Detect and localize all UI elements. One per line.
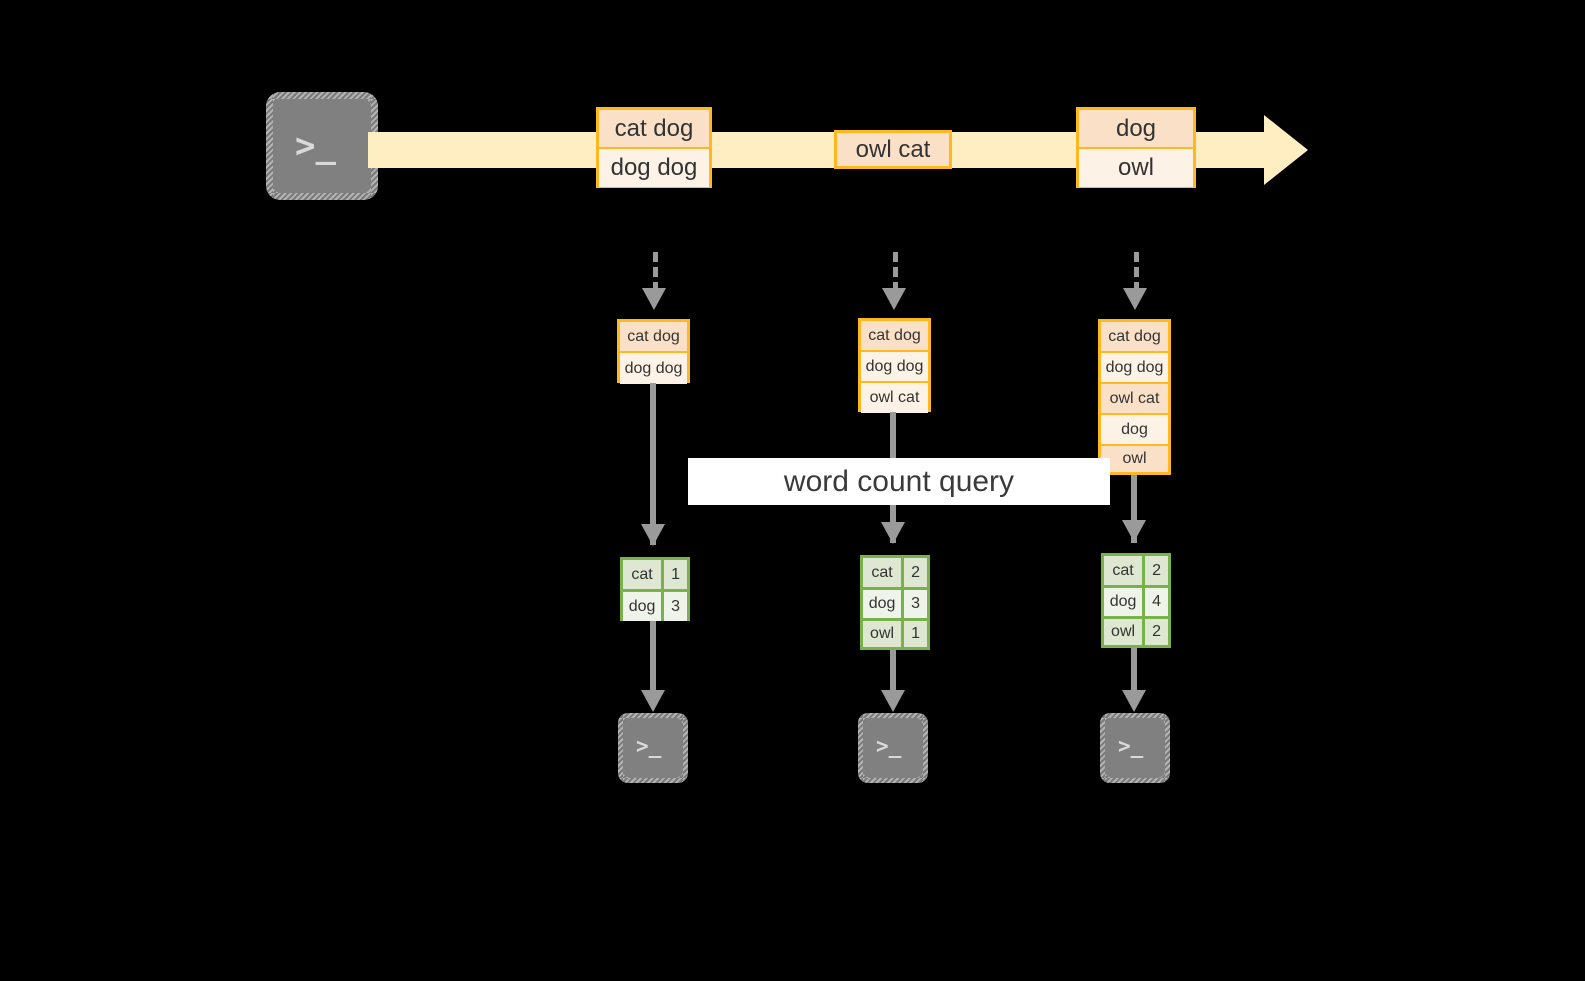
result-word-cell: cat (623, 560, 665, 589)
terminal-prompt-glyph: >_ (876, 734, 902, 758)
table-row: dog 3 (863, 590, 927, 621)
result-count-cell: 1 (664, 560, 687, 589)
snapshot-2-sink-connector (890, 650, 896, 693)
terminal-prompt-glyph: >_ (1118, 734, 1144, 758)
snapshot-1-input-box[interactable]: cat dog dog dog (617, 319, 690, 384)
snapshot-3-query-arrowhead (1122, 520, 1146, 542)
table-row: owl 1 (863, 621, 927, 647)
snapshot-3-sink-connector (1131, 648, 1137, 693)
stream-record-line: cat dog (599, 110, 709, 149)
terminal-screen (273, 99, 371, 193)
terminal-screen (623, 718, 683, 778)
terminal-screen (1105, 718, 1165, 778)
snapshot-2-sink-terminal-icon: >_ (858, 713, 928, 783)
source-terminal-icon: >_ (266, 92, 378, 200)
stream-record-group-1[interactable]: cat dog dog dog (596, 107, 712, 188)
result-word-cell: owl (863, 621, 905, 647)
result-word-cell: dog (623, 592, 665, 621)
snapshot-input-line: cat dog (620, 322, 687, 353)
table-row: cat 2 (863, 558, 927, 590)
snapshot-3-result-table[interactable]: cat 2 dog 4 owl 2 (1101, 553, 1171, 648)
stream-record-line: owl cat (837, 133, 949, 166)
snapshot-1-dashed-arrowhead (642, 288, 666, 310)
snapshot-3-sink-terminal-icon: >_ (1100, 713, 1170, 783)
stream-record-line: dog (1079, 110, 1193, 149)
stream-record-line: owl (1079, 149, 1193, 187)
stream-arrowhead (1264, 115, 1308, 185)
snapshot-1-sink-arrowhead (641, 690, 665, 712)
result-word-cell: owl (1104, 619, 1146, 645)
terminal-screen (863, 718, 923, 778)
snapshot-input-line: dog dog (1101, 353, 1168, 384)
snapshot-3-dashed-arrowhead (1123, 288, 1147, 310)
result-count-cell: 3 (664, 592, 687, 621)
result-count-cell: 3 (904, 590, 927, 618)
result-count-cell: 2 (904, 558, 927, 587)
terminal-prompt-glyph: >_ (636, 734, 662, 758)
snapshot-2-dashed-arrowhead (882, 288, 906, 310)
result-count-cell: 1 (904, 621, 927, 647)
table-row: owl 2 (1104, 619, 1168, 645)
result-count-cell: 4 (1145, 588, 1168, 616)
snapshot-input-line: dog dog (861, 352, 928, 383)
snapshot-input-line: owl cat (1101, 384, 1168, 415)
result-count-cell: 2 (1145, 619, 1168, 645)
result-count-cell: 2 (1145, 556, 1168, 585)
table-row: cat 1 (623, 560, 687, 592)
snapshot-input-line: owl cat (861, 383, 928, 413)
snapshot-3-input-box[interactable]: cat dog dog dog owl cat dog owl (1098, 319, 1171, 475)
stream-record-line: dog dog (599, 149, 709, 187)
snapshot-1-dashed-connector (653, 252, 658, 292)
snapshot-2-result-table[interactable]: cat 2 dog 3 owl 1 (860, 555, 930, 650)
snapshot-input-line: dog (1101, 415, 1168, 446)
snapshot-3-sink-arrowhead (1122, 690, 1146, 712)
snapshot-1-query-connector (650, 383, 656, 545)
stream-record-group-3[interactable]: dog owl (1076, 107, 1196, 188)
snapshot-input-line: owl (1101, 446, 1168, 472)
snapshot-2-sink-arrowhead (881, 690, 905, 712)
table-row: dog 3 (623, 592, 687, 621)
table-row: dog 4 (1104, 588, 1168, 619)
table-row: cat 2 (1104, 556, 1168, 588)
terminal-prompt-glyph: >_ (295, 126, 336, 166)
snapshot-3-query-connector (1131, 475, 1137, 543)
snapshot-2-dashed-connector (893, 252, 898, 292)
result-word-cell: dog (1104, 588, 1146, 616)
snapshot-2-input-box[interactable]: cat dog dog dog owl cat (858, 318, 931, 413)
query-label: word count query (688, 458, 1110, 505)
snapshot-input-line: dog dog (620, 353, 687, 384)
snapshot-1-sink-connector (650, 621, 656, 693)
stream-record-group-2[interactable]: owl cat (834, 130, 952, 169)
snapshot-input-line: cat dog (1101, 322, 1168, 353)
snapshot-input-line: cat dog (861, 321, 928, 352)
snapshot-2-query-arrowhead (881, 522, 905, 544)
result-word-cell: dog (863, 590, 905, 618)
snapshot-1-sink-terminal-icon: >_ (618, 713, 688, 783)
snapshot-3-dashed-connector (1134, 252, 1139, 292)
snapshot-1-query-arrowhead (641, 524, 665, 546)
snapshot-1-result-table[interactable]: cat 1 dog 3 (620, 557, 690, 621)
result-word-cell: cat (863, 558, 905, 587)
result-word-cell: cat (1104, 556, 1146, 585)
